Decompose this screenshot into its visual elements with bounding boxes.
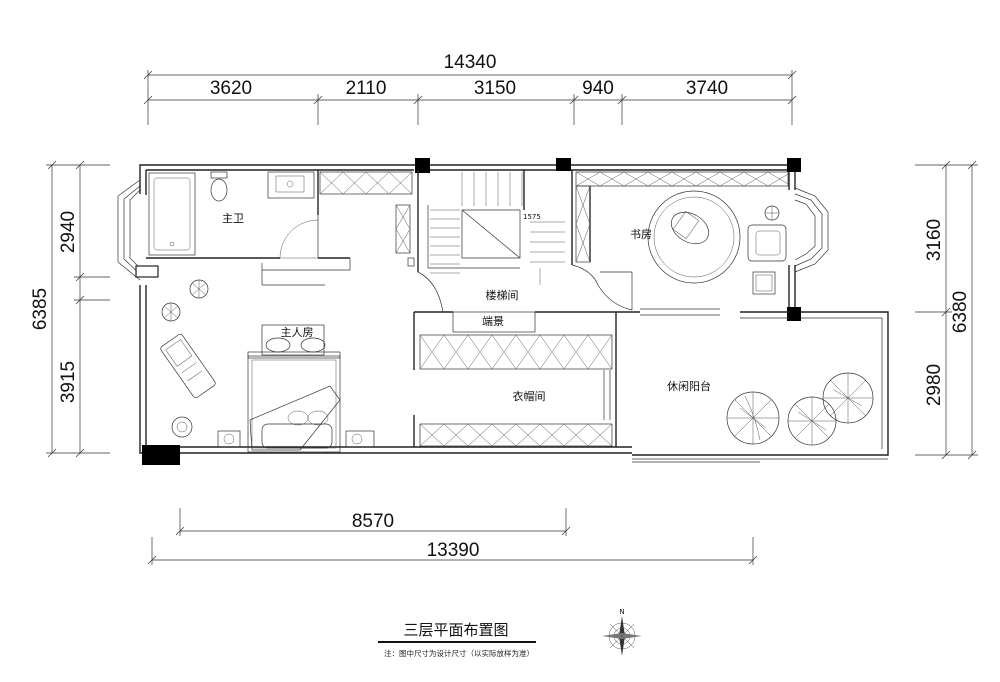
dim-top-seg-1: 3620	[210, 78, 252, 99]
dim-left-seg-1: 2940	[58, 211, 79, 253]
study-area	[575, 171, 789, 319]
right-bay-window	[794, 187, 829, 273]
balcony-plants	[726, 372, 874, 446]
stairwell-area	[407, 170, 633, 313]
column-1	[415, 158, 430, 173]
top-dimension-lines	[143, 70, 797, 125]
left-bay-window	[117, 179, 141, 281]
dim-top-seg-3: 3150	[474, 78, 516, 99]
dim-top-total: 14340	[444, 52, 497, 73]
hallway-cabinet	[395, 204, 411, 254]
dim-right-seg-2: 2980	[924, 364, 945, 406]
label-master-bedroom: 主人房	[281, 326, 314, 339]
master-bath-area	[146, 170, 351, 286]
dim-left-seg-2: 3915	[58, 361, 79, 403]
drawing-note: 注：图中尺寸为设计尺寸（以实际放样为准）	[384, 648, 534, 658]
top-wardrobe-hatch	[319, 171, 413, 195]
master-bedroom-area	[160, 279, 375, 453]
dim-right-seg-1: 3160	[924, 219, 945, 261]
wardrobe-area	[413, 311, 617, 447]
label-balcony: 休闲阳台	[667, 379, 711, 393]
right-dimension-lines	[915, 160, 978, 460]
compass-north-label: N	[619, 608, 624, 616]
left-dimension-lines	[46, 160, 110, 458]
column-5	[142, 445, 180, 465]
compass-icon	[602, 616, 642, 656]
hallway-cabinet-hatch	[395, 204, 411, 254]
column-4	[787, 307, 801, 321]
label-stairwell: 楼梯间	[486, 288, 519, 302]
label-study: 书房	[630, 228, 652, 241]
stair-mark: 1575	[523, 213, 541, 221]
label-end-view: 端景	[482, 315, 504, 328]
label-wardrobe: 衣帽间	[513, 389, 546, 403]
column-3	[787, 158, 801, 172]
drawing-title: 三层平面布置图	[403, 621, 508, 639]
column-6	[135, 265, 159, 278]
dim-bottom-total: 13390	[427, 540, 480, 561]
dim-left-total: 6385	[30, 288, 51, 330]
column-2	[556, 158, 571, 171]
dim-top-seg-5: 3740	[686, 78, 728, 99]
dim-right-total: 6380	[950, 291, 971, 333]
bottom-dimension-lines	[147, 508, 758, 565]
dim-top-seg-2: 2110	[346, 78, 387, 99]
label-master-bath: 主卫	[222, 212, 244, 225]
dim-top-seg-4: 940	[582, 78, 614, 99]
dim-bottom-inner: 8570	[352, 511, 394, 532]
